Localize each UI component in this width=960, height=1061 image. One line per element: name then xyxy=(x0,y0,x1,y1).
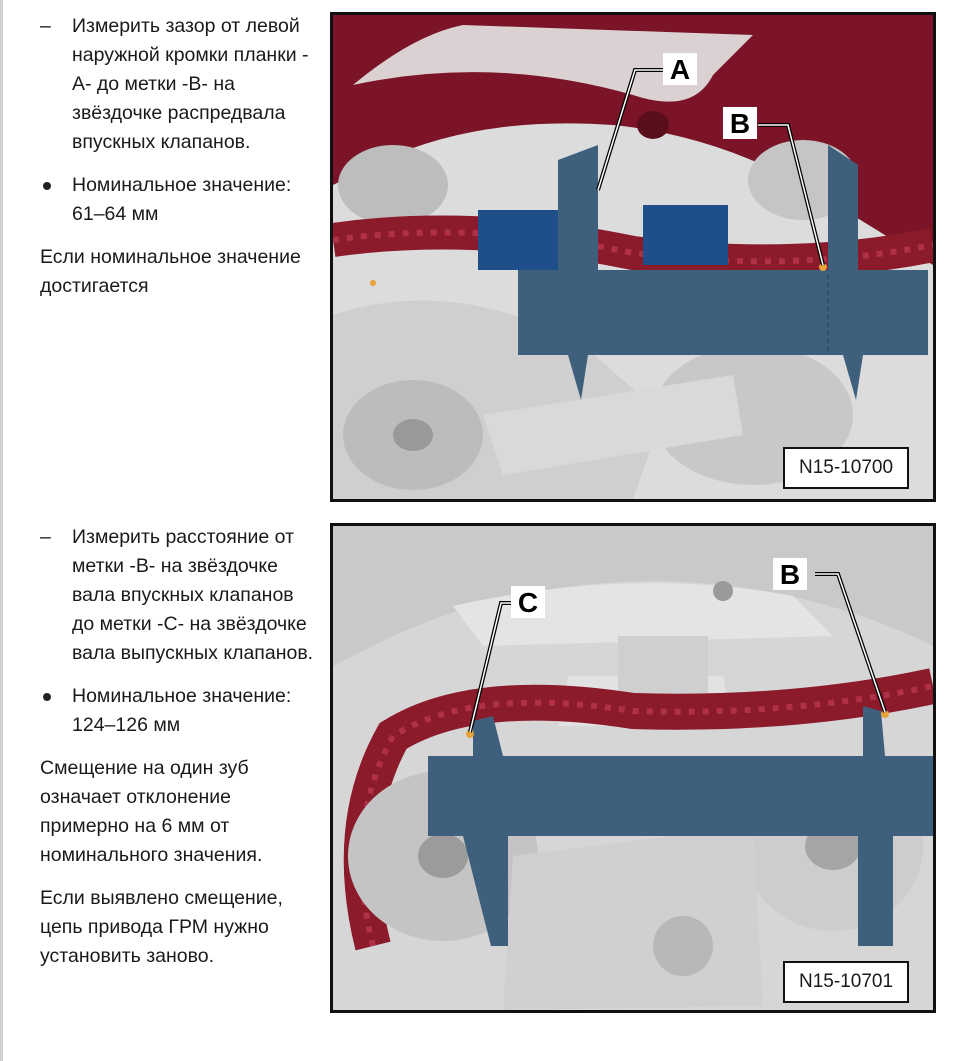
callout-a-label: A xyxy=(670,54,690,85)
figure-code-label: N15-10701 xyxy=(783,961,910,1003)
callout-b-label: B xyxy=(780,559,800,590)
dash-marker: – xyxy=(40,15,51,37)
bullet-marker xyxy=(40,682,64,711)
condition-paragraph: Если номинальное значение достигается xyxy=(40,246,301,297)
nominal-value-text: Номинальное значение: 124–126 мм xyxy=(72,685,292,736)
offset-paragraph: Смещение на один зуб означает отклонение… xyxy=(40,757,263,866)
callout-c-label: C xyxy=(518,587,538,618)
figure-code-label: N15-10700 xyxy=(783,447,910,489)
engine-illustration-2: C B xyxy=(333,526,933,1010)
section1-text: – Измерить зазор от левой наружной кромк… xyxy=(40,12,312,301)
bullet-item: Номинальное значение: 124–126 мм xyxy=(40,682,320,740)
nominal-value-text: Номинальное значение: 61–64 мм xyxy=(72,174,292,225)
engine-illustration-1: A B xyxy=(333,15,933,499)
dash-marker: – xyxy=(40,526,51,548)
instruction-text: Измерить зазор от левой наружной кромки … xyxy=(72,15,309,153)
instruction-text: Измерить расстояние от метки -B- на звёз… xyxy=(72,526,314,664)
callout-b-label: B xyxy=(730,108,750,139)
figure-1: A B N15-10700 xyxy=(330,12,936,502)
bullet-item: Номинальное значение: 61–64 мм xyxy=(40,171,312,229)
figure-2: C B N15-10701 xyxy=(330,523,936,1013)
bullet-marker xyxy=(40,171,64,200)
section2-text: – Измерить расстояние от метки -B- на зв… xyxy=(40,523,320,971)
reinstall-paragraph: Если выявлено смещение, цепь привода ГРМ… xyxy=(40,887,283,967)
instruction-item: – Измерить расстояние от метки -B- на зв… xyxy=(40,523,320,668)
page-left-rule xyxy=(0,0,3,1061)
instruction-item: – Измерить зазор от левой наружной кромк… xyxy=(40,12,312,157)
